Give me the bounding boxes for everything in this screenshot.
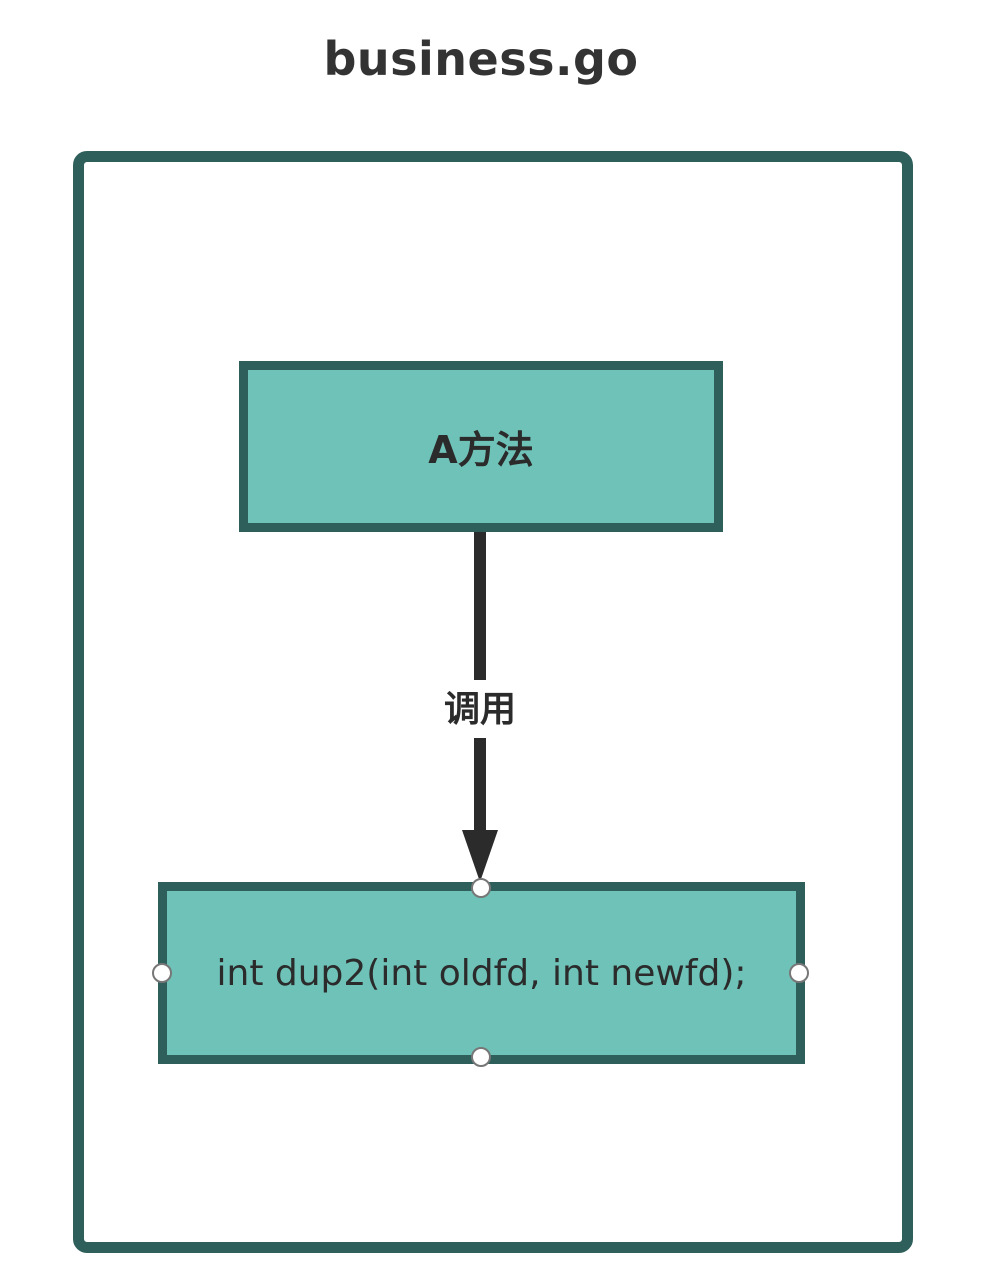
node-b-label: int dup2(int oldfd, int newfd); [216, 952, 747, 994]
node-a-method[interactable]: A方法 [239, 361, 723, 532]
node-a-label: A方法 [428, 428, 534, 472]
node-b-dup2[interactable]: int dup2(int oldfd, int newfd); [158, 882, 805, 1064]
connection-handle-left[interactable] [152, 963, 172, 983]
diagram-title: business.go [323, 32, 639, 86]
connection-handle-right[interactable] [789, 963, 809, 983]
call-edge-label: 调用 [380, 684, 580, 736]
call-edge-lower-line [474, 738, 486, 838]
call-edge-upper-line [474, 532, 486, 680]
connection-handle-top[interactable] [471, 878, 491, 898]
call-arrowhead-icon [462, 830, 498, 882]
connection-handle-bottom[interactable] [471, 1047, 491, 1067]
